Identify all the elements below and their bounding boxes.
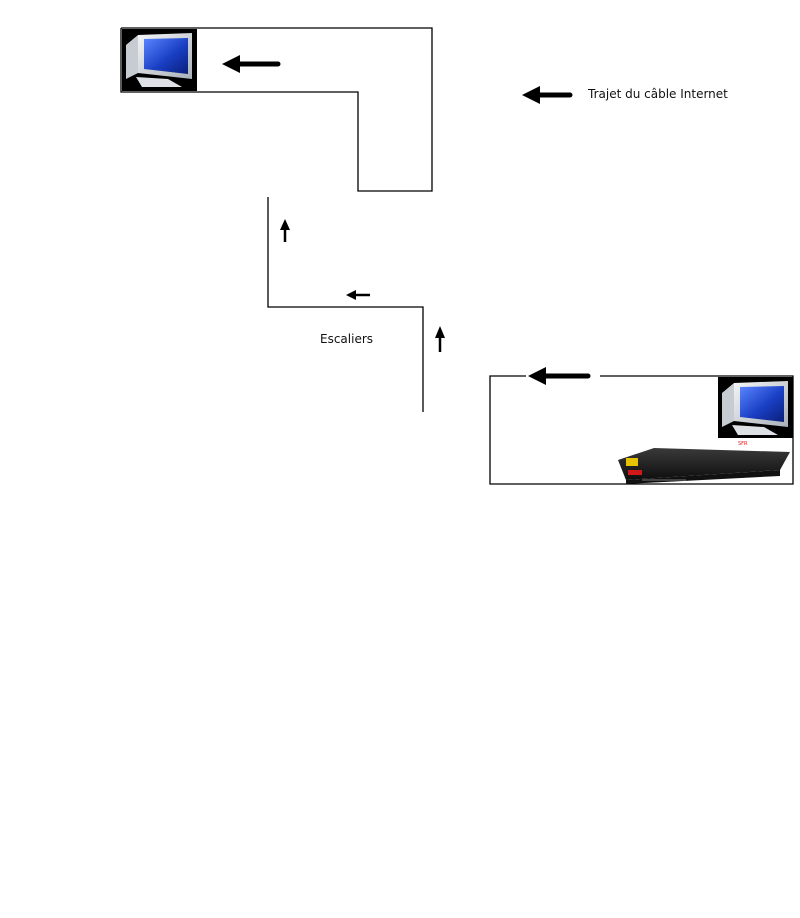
upper-computer-icon (122, 29, 197, 91)
cable-arrow-lower-room (528, 367, 591, 385)
lower-room-wall (489, 375, 794, 485)
upper-room-wall (120, 27, 433, 192)
cable-arrow-stairs-up (435, 326, 445, 352)
stairs-label: Escaliers (320, 332, 373, 346)
legend: Trajet du câble Internet (522, 86, 728, 104)
cable-arrow-upper-room (222, 55, 281, 73)
legend-arrow-icon (522, 86, 573, 104)
legend-label: Trajet du câble Internet (587, 87, 728, 101)
cable-arrow-landing (346, 290, 370, 300)
lower-computer-icon (718, 377, 793, 438)
stairwell-wall-left (267, 197, 424, 412)
cable-arrow-stairwell-up (280, 219, 290, 242)
router-icon: SFR (618, 441, 790, 484)
svg-text:SFR: SFR (738, 441, 748, 447)
